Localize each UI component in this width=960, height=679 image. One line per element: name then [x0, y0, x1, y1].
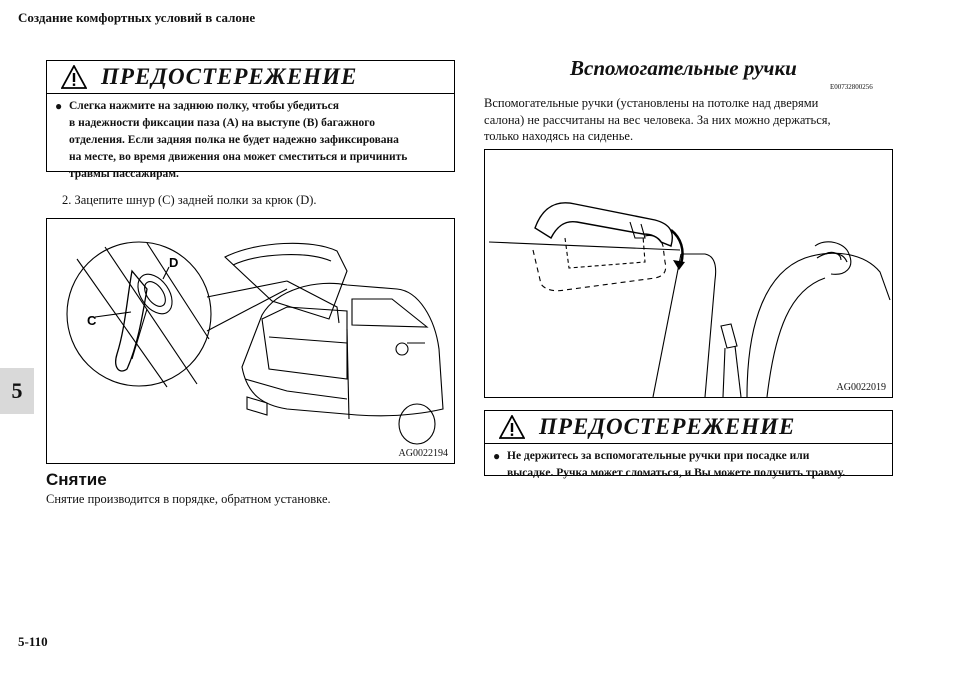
label-d: D [169, 255, 178, 270]
warning-line: Слегка нажмите на заднюю полку, чтобы уб… [69, 100, 339, 112]
warning-line: травмы пассажирам. [69, 168, 179, 180]
warning-header: ПРЕДОСТЕРЕЖЕНИЕ [47, 61, 454, 94]
warning-body: ● Не держитесь за вспомогательные ручки … [485, 444, 892, 486]
chapter-number: 5 [11, 378, 23, 403]
warning-triangle-icon [499, 415, 525, 439]
chapter-tab: 5 [0, 368, 34, 414]
bullet-icon: ● [55, 99, 63, 113]
removal-text: Снятие производится в порядке, обратном … [46, 492, 331, 506]
paragraph-line: салона) не рассчитаны на вес человека. З… [484, 112, 831, 127]
warning-header: ПРЕДОСТЕРЕЖЕНИЕ [485, 411, 892, 444]
assist-grip-illustration [488, 202, 891, 398]
warning-line: высадке. Ручка может сломаться, и Вы мож… [507, 467, 846, 479]
warning-title: ПРЕДОСТЕРЕЖЕНИЕ [539, 414, 796, 439]
warning-text: Слегка нажмите на заднюю полку, чтобы уб… [69, 98, 407, 183]
warning-box-right: ПРЕДОСТЕРЕЖЕНИЕ ● Не держитесь за вспомо… [484, 410, 893, 479]
warning-line: Не держитесь за вспомогательные ручки пр… [507, 450, 810, 462]
page-number: 5-110 [18, 634, 48, 649]
label-c: C [87, 313, 97, 328]
assist-grips-paragraph: Вспомогательные ручки (установлены на по… [484, 95, 894, 145]
warning-triangle-icon [61, 65, 87, 89]
cargo-cover-figure: D C AG0022194 [46, 218, 455, 464]
section-title: Создание комфортных условий в салоне [18, 10, 256, 25]
removal-heading: Снятие [46, 470, 107, 489]
hatchback-illustration: D C [66, 241, 444, 445]
warning-line: на месте, во время движения она может см… [69, 151, 408, 163]
assist-grips-heading: Вспомогательные ручки [570, 56, 797, 80]
step-2-text: 2. Зацепите шнур (C) задней полки за крю… [62, 193, 317, 207]
warning-line: в надежности фиксации паза (A) на выступ… [69, 117, 375, 129]
bullet-icon: ● [493, 449, 501, 463]
paragraph-line: Вспомогательные ручки (установлены на по… [484, 96, 819, 110]
warning-box-left: ПРЕДОСТЕРЕЖЕНИЕ ● Слегка нажмите на задн… [46, 60, 455, 180]
figure-code: AG0022019 [836, 382, 886, 393]
assist-grip-figure: AG0022019 [484, 149, 893, 398]
paragraph-line: только находясь на сиденье. [484, 129, 634, 143]
warning-body: ● Слегка нажмите на заднюю полку, чтобы … [47, 94, 454, 187]
warning-title: ПРЕДОСТЕРЕЖЕНИЕ [101, 64, 358, 89]
reference-code: E00732800256 [830, 83, 873, 91]
figure-code: AG0022194 [398, 448, 448, 459]
warning-line: отделения. Если задняя полка не будет на… [69, 134, 399, 146]
warning-text: Не держитесь за вспомогательные ручки пр… [507, 448, 845, 482]
